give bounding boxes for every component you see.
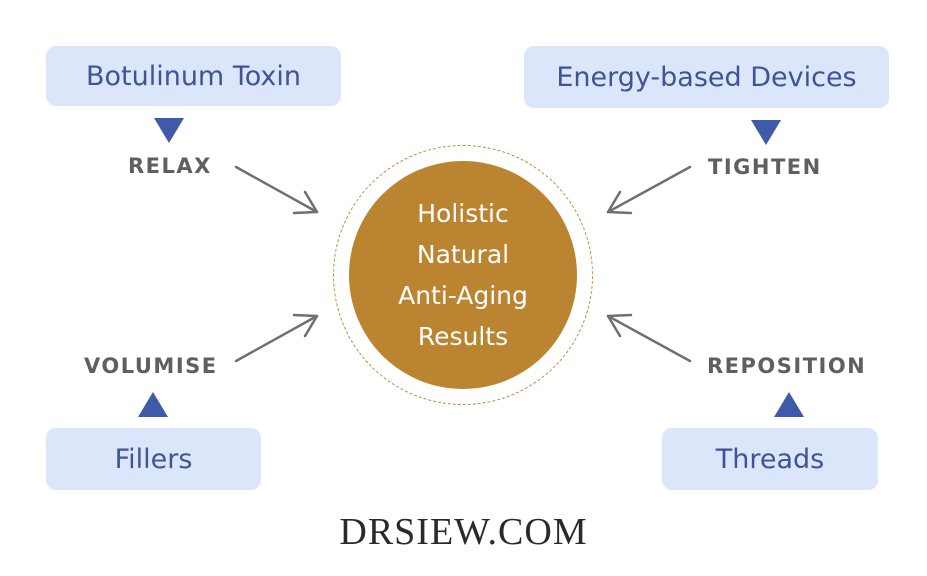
action-label-reposition: REPOSITION [707,354,867,378]
center-dashed-ring [333,145,593,405]
treatment-label: Botulinum Toxin [85,60,302,92]
treatment-box-energy-based-devices: Energy-based Devices [524,46,889,108]
treatment-label: Threads [715,443,825,475]
arrow-volumise-icon [234,313,319,363]
treatment-box-botulinum-toxin: Botulinum Toxin [46,46,341,106]
action-label-relax: RELAX [128,154,212,178]
triangle-up-icon [774,392,804,417]
triangle-up-icon [138,392,168,417]
center-line: Results [417,322,509,351]
treatment-label: Energy-based Devices [556,61,857,93]
arrow-relax-icon [234,165,319,215]
action-label-volumise: VOLUMISE [84,354,218,378]
arrow-reposition-icon [606,313,692,363]
triangle-down-icon [751,120,781,145]
triangle-down-icon [154,118,184,143]
center-line: Holistic [417,199,509,228]
arrow-tighten-icon [606,165,692,215]
treatment-label: Fillers [114,443,193,475]
site-logo: DRSIEW.COM [339,511,588,553]
treatment-box-threads: Threads [662,428,878,490]
center-line: Anti-Aging [398,281,528,310]
treatment-box-fillers: Fillers [46,428,261,490]
center-circle: Holistic Natural Anti-Aging Results [349,161,577,389]
action-label-tighten: TIGHTEN [708,155,822,179]
center-line: Natural [416,240,510,269]
